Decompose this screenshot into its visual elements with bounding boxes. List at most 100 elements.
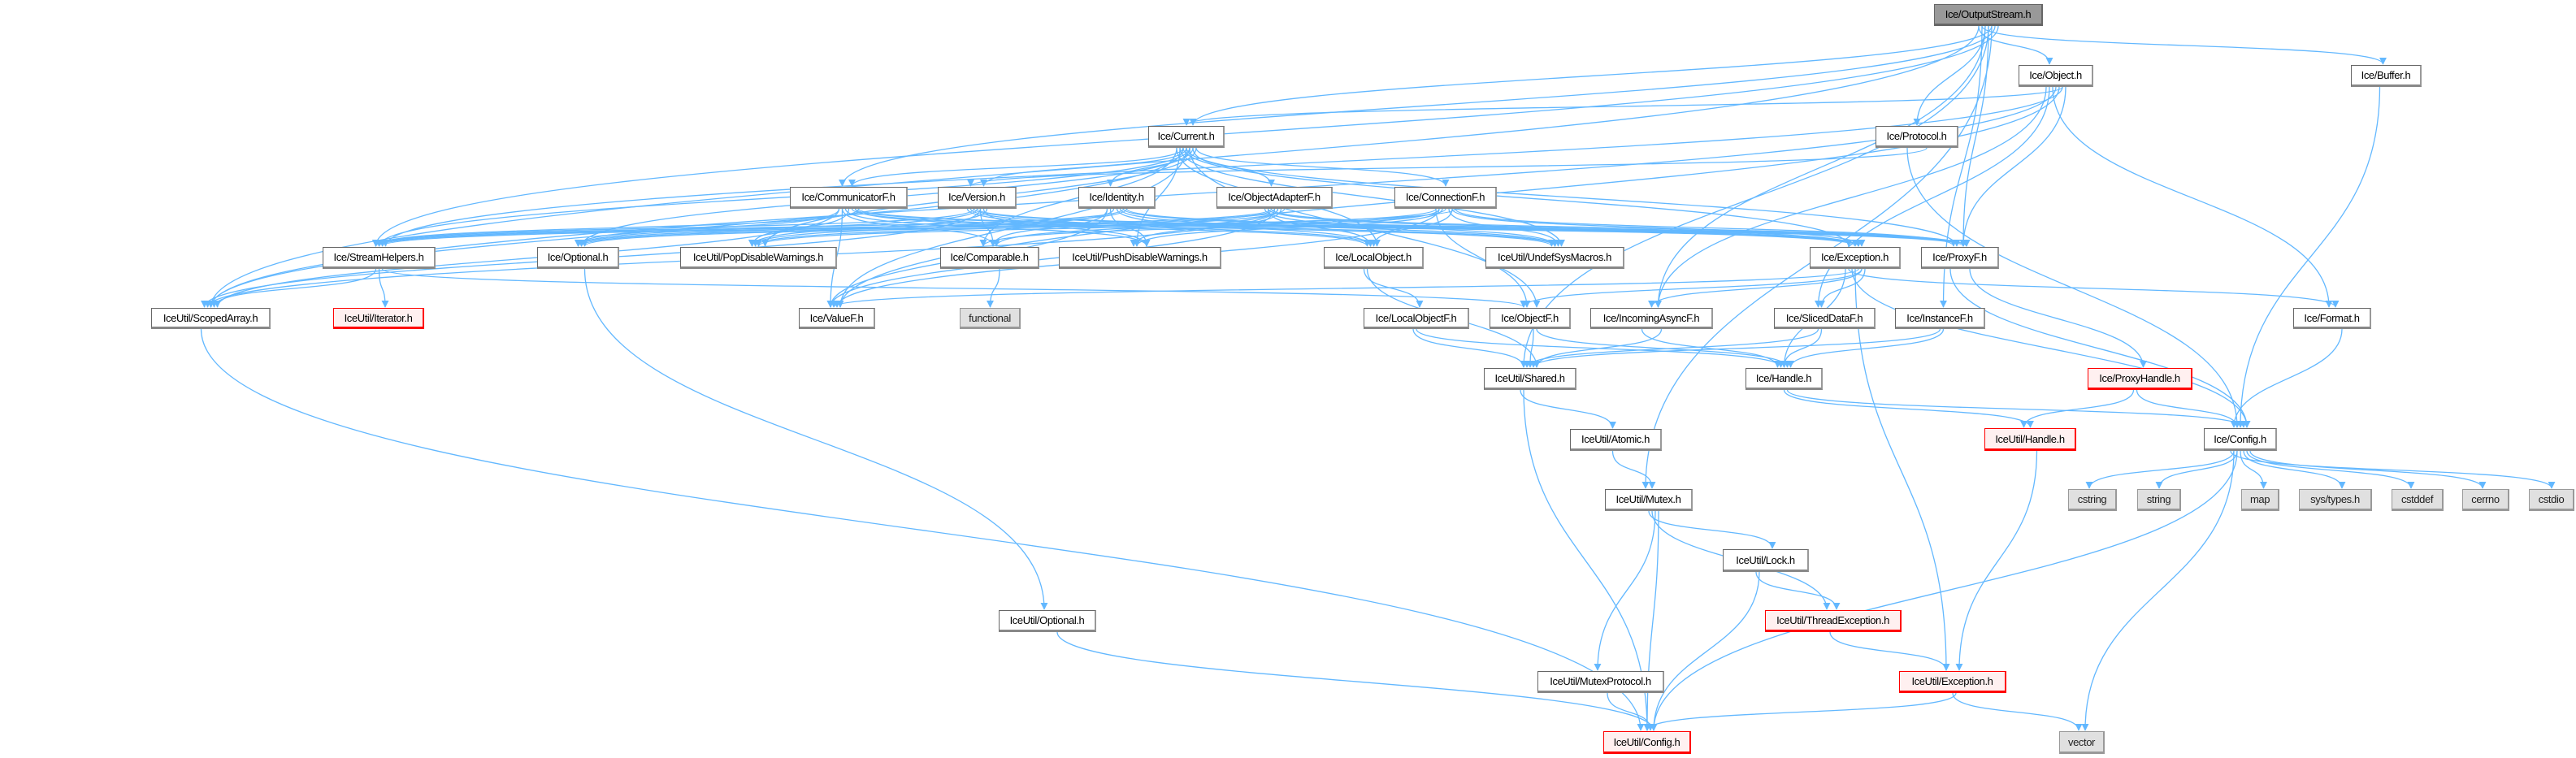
edge-outputstream-to-current [1189, 25, 1993, 126]
edge-shared-to-atomic [1520, 389, 1617, 429]
edge-mutex-to-lock [1648, 510, 1776, 549]
edge-identity-to-localobject [1116, 208, 1374, 247]
edge-exception-to-format [1848, 268, 2340, 308]
edge-identity-to-streamhelpers [372, 208, 1125, 247]
node-outputstream[interactable]: Ice/OutputStream.h [1934, 4, 2043, 26]
edge-handle-to-iu_handle [1783, 389, 2034, 428]
edge-config-to-iu_config [1650, 450, 2238, 731]
edge-object-to-proxyf [1959, 86, 2066, 247]
node-cstring[interactable]: cstring [2068, 489, 2117, 511]
node-proxyf[interactable]: Ice/ProxyF.h [1921, 247, 1999, 269]
edge-streamhelpers-to-iterator [378, 268, 389, 308]
edge-iu_exception-to-vector [1952, 692, 2083, 731]
node-proxyhandle[interactable]: Ice/ProxyHandle.h [2088, 368, 2192, 390]
node-instancef[interactable]: Ice/InstanceF.h [1895, 308, 1985, 329]
node-incomingasyncf[interactable]: Ice/IncomingAsyncF.h [1590, 308, 1713, 329]
node-localobject[interactable]: Ice/LocalObject.h [1324, 247, 1424, 269]
edge-outputstream-to-communicatorf [839, 25, 1996, 187]
node-popdisable[interactable]: IceUtil/PopDisableWarnings.h [680, 247, 837, 269]
edge-mutex-to-iu_config [1643, 510, 1659, 731]
node-optional[interactable]: Ice/Optional.h [537, 247, 619, 269]
node-iu-optional[interactable]: IceUtil/Optional.h [999, 610, 1096, 632]
edge-connectionf-to-streamhelpers [379, 208, 1456, 247]
node-cstddef[interactable]: cstddef [2392, 489, 2444, 511]
node-functional[interactable]: functional [960, 308, 1021, 329]
node-atomic[interactable]: IceUtil/Atomic.h [1570, 429, 1662, 451]
edge-config-to-cstring [2085, 450, 2235, 489]
node-cerrno[interactable]: cerrno [2462, 489, 2509, 511]
edge-sliceddataf-to-shared [1523, 328, 1819, 368]
node-iu-handle[interactable]: IceUtil/Handle.h [1984, 428, 2076, 451]
node-undefsys[interactable]: IceUtil/UndefSysMacros.h [1485, 247, 1624, 269]
node-object[interactable]: Ice/Object.h [2019, 65, 2093, 87]
edge-instancef-to-handle [1787, 328, 1945, 368]
edge-localobject-to-localobjectf [1363, 268, 1424, 308]
node-format[interactable]: Ice/Format.h [2293, 308, 2371, 329]
node-objectf[interactable]: Ice/ObjectF.h [1490, 308, 1571, 329]
edge-iu_exception-to-iu_config [1643, 692, 1957, 731]
edge-streamhelpers-to-scopedarray [210, 268, 377, 308]
edge-identity-to-exception [1122, 208, 1863, 247]
node-threadexc[interactable]: IceUtil/ThreadException.h [1765, 610, 1902, 632]
node-streamhelpers[interactable]: Ice/StreamHelpers.h [323, 247, 436, 269]
node-communicatorf[interactable]: Ice/CommunicatorF.h [790, 187, 908, 209]
node-iu-config[interactable]: IceUtil/Config.h [1603, 731, 1691, 754]
edge-exception-to-iu_exception [1854, 268, 1950, 671]
edge-current-to-connectionf [1195, 147, 1450, 187]
node-identity[interactable]: Ice/Identity.h [1078, 187, 1156, 209]
node-exception[interactable]: Ice/Exception.h [1810, 247, 1901, 269]
edge-iu_optional-to-iu_config [1056, 631, 1658, 731]
node-comparable[interactable]: Ice/Comparable.h [940, 247, 1039, 269]
edge-proxyf-to-config [1949, 268, 2251, 428]
edge-object-to-format [2052, 86, 2333, 308]
edge-format-to-config [2230, 328, 2343, 428]
node-mutex[interactable]: IceUtil/Mutex.h [1605, 489, 1693, 511]
edge-communicatorf-to-scopedarray [214, 208, 840, 308]
edge-config-to-cstddef [2246, 450, 2415, 489]
edge-current-to-proxyf [1186, 147, 1961, 247]
edge-connectionf-to-popdisable [755, 208, 1446, 247]
node-valuef[interactable]: Ice/ValueF.h [799, 308, 875, 329]
edge-outputstream-to-buffer [1981, 25, 2387, 65]
node-lock[interactable]: IceUtil/Lock.h [1723, 549, 1809, 572]
node-scopedarray[interactable]: IceUtil/ScopedArray.h [151, 308, 271, 329]
node-shared[interactable]: IceUtil/Shared.h [1484, 368, 1576, 390]
edge-connectionf-to-localobject [1369, 208, 1453, 247]
node-vector[interactable]: vector [2059, 731, 2105, 754]
edge-connectionf-to-pushdisable [1133, 208, 1443, 247]
node-mutexprotocol[interactable]: IceUtil/MutexProtocol.h [1537, 671, 1664, 693]
node-current[interactable]: Ice/Current.h [1148, 126, 1225, 148]
edge-current-to-communicatorf [848, 147, 1184, 187]
edge-outputstream-to-protocol [1913, 25, 1986, 126]
node-string[interactable]: string [2137, 489, 2181, 511]
node-buffer[interactable]: Ice/Buffer.h [2351, 65, 2422, 87]
edge-outputstream-to-shared [1520, 25, 1989, 368]
node-sliceddataf[interactable]: Ice/SlicedDataF.h [1774, 308, 1876, 329]
edge-connectionf-to-optional [581, 208, 1437, 247]
node-handle[interactable]: Ice/Handle.h [1746, 368, 1823, 390]
node-systypes[interactable]: sys/types.h [2299, 489, 2372, 511]
node-pushdisable[interactable]: IceUtil/PushDisableWarnings.h [1059, 247, 1221, 269]
node-map[interactable]: map [2241, 489, 2279, 511]
edge-objectadapterf-to-exception [1267, 208, 1863, 247]
edge-config-to-vector [2081, 450, 2235, 731]
node-cstdio[interactable]: cstdio [2529, 489, 2574, 511]
edge-connectionf-to-exception [1451, 208, 1866, 247]
node-version[interactable]: Ice/Version.h [938, 187, 1017, 209]
edge-current-to-identity [1106, 147, 1190, 187]
edge-config-to-map [2240, 450, 2268, 489]
edge-object-to-current [1182, 86, 2063, 126]
edge-config-to-systypes [2243, 450, 2346, 489]
node-protocol[interactable]: Ice/Protocol.h [1876, 126, 1958, 148]
edge-protocol-to-version [967, 147, 1928, 187]
edge-objectadapterf-to-streamhelpers [375, 208, 1273, 247]
edge-shared-to-iu_config [1523, 389, 1651, 731]
node-objectadapterf[interactable]: Ice/ObjectAdapterF.h [1216, 187, 1333, 209]
node-config[interactable]: Ice/Config.h [2204, 428, 2277, 451]
node-connectionf[interactable]: Ice/ConnectionF.h [1394, 187, 1497, 209]
node-localobjectf[interactable]: Ice/LocalObjectF.h [1364, 308, 1469, 329]
node-iterator[interactable]: IceUtil/Iterator.h [333, 308, 424, 329]
edge-buffer-to-config [2236, 86, 2381, 428]
node-iu-exception[interactable]: IceUtil/Exception.h [1899, 671, 2006, 693]
